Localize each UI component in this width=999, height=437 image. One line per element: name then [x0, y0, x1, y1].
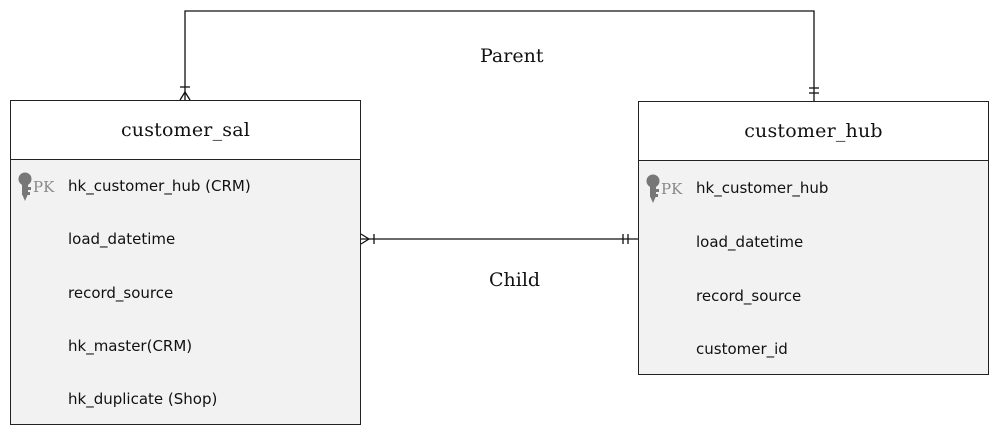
- attribute-row: hk_duplicate (Shop): [68, 390, 218, 408]
- primary-key-marker: PK: [646, 174, 682, 204]
- attribute-row: hk_master(CRM): [68, 337, 193, 355]
- attribute-row: record_source: [696, 287, 802, 305]
- parent-relationship-label: Parent: [480, 45, 544, 67]
- key-icon: [646, 174, 660, 203]
- primary-key-marker: PK: [18, 172, 54, 202]
- attribute-row: load_datetime: [68, 230, 176, 248]
- child-many-end: [360, 233, 375, 245]
- entity-title: customer_sal: [11, 101, 360, 160]
- entity-title: customer_hub: [639, 102, 988, 161]
- attribute-row: record_source: [68, 284, 174, 302]
- attribute-row: hk_customer_hub (CRM): [68, 177, 251, 195]
- attribute-row: customer_id: [696, 340, 788, 358]
- entity-customer-sal[interactable]: customer_sal PK hk_customer_hub (CRM) lo…: [10, 100, 361, 425]
- child-relationship-label: Child: [489, 269, 541, 291]
- attribute-row: hk_customer_hub: [696, 179, 829, 197]
- parent-one-end: [809, 87, 819, 94]
- entity-customer-hub[interactable]: customer_hub PK hk_customer_hub load_dat…: [638, 101, 989, 375]
- key-icon: [18, 172, 32, 201]
- pk-label: PK: [661, 180, 683, 198]
- attribute-row: load_datetime: [696, 233, 804, 251]
- parent-many-end: [179, 86, 191, 101]
- child-one-end: [622, 234, 629, 244]
- pk-label: PK: [33, 178, 55, 196]
- parent-relationship-line: [184, 10, 815, 101]
